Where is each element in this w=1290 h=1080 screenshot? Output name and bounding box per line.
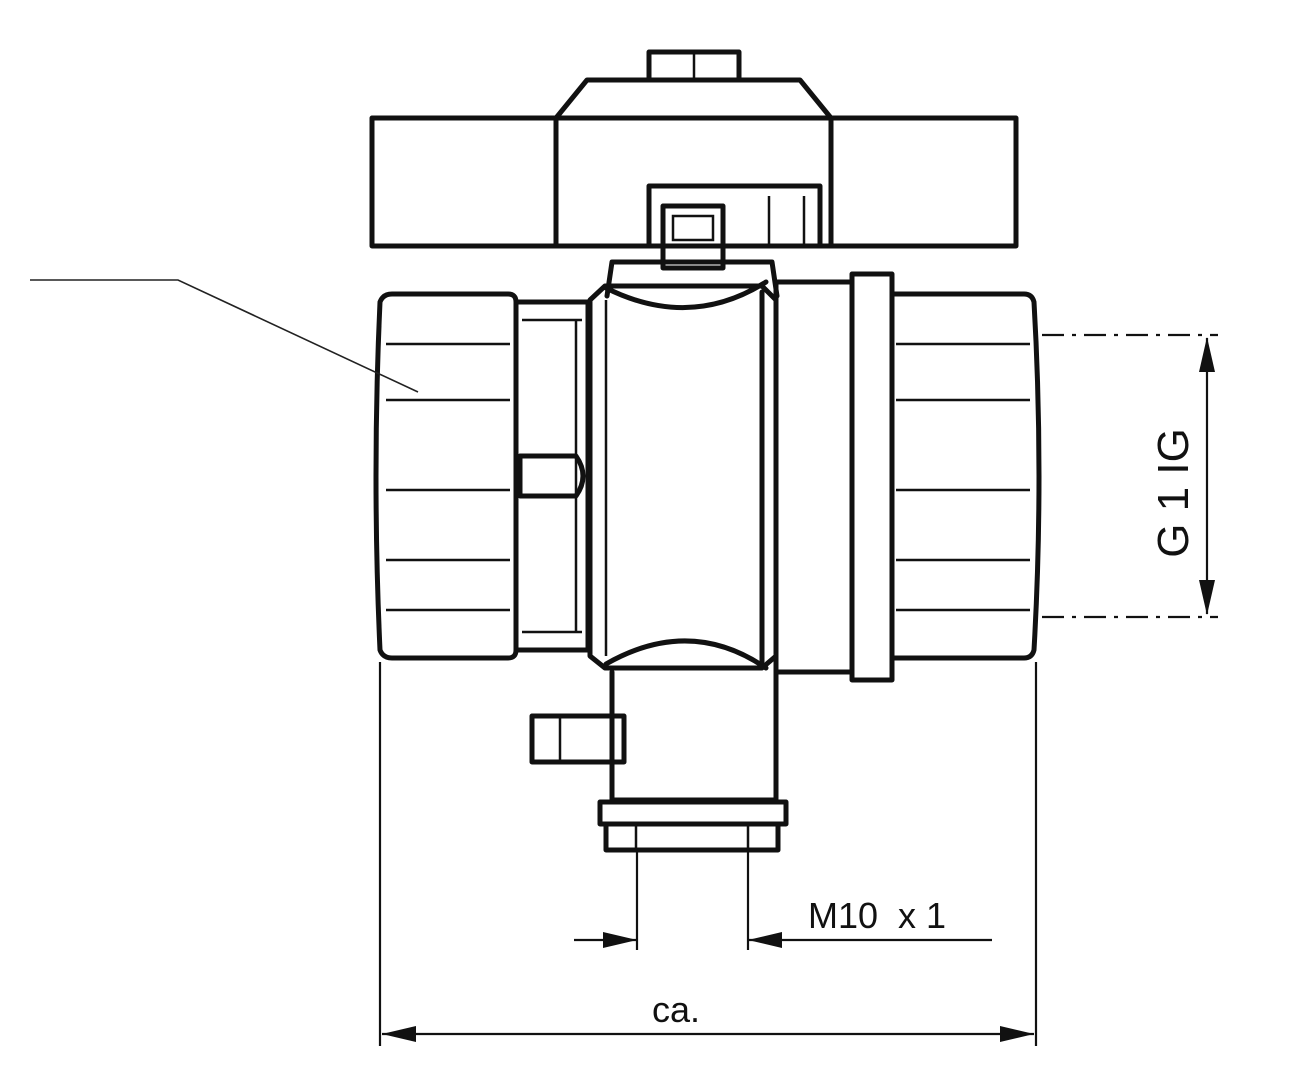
drain-thread-label: M10 x 1 bbox=[808, 895, 946, 936]
callout-leader-line bbox=[30, 279, 419, 393]
right-collar bbox=[773, 271, 895, 683]
drain-thread-dimension: M10 x 1 bbox=[574, 852, 992, 950]
thread-size-dimension: G 1 IG bbox=[1042, 333, 1218, 619]
drain-port bbox=[529, 669, 789, 853]
ball-housing bbox=[587, 279, 779, 671]
overall-length-label: ca. bbox=[652, 989, 700, 1030]
left-neck bbox=[513, 299, 591, 653]
thread-size-label: G 1 IG bbox=[1149, 428, 1198, 558]
valve-stem bbox=[604, 203, 780, 299]
overall-length-dimension: ca. bbox=[378, 662, 1038, 1046]
left-hex-nut bbox=[373, 291, 519, 661]
right-hex-nut bbox=[889, 291, 1042, 661]
